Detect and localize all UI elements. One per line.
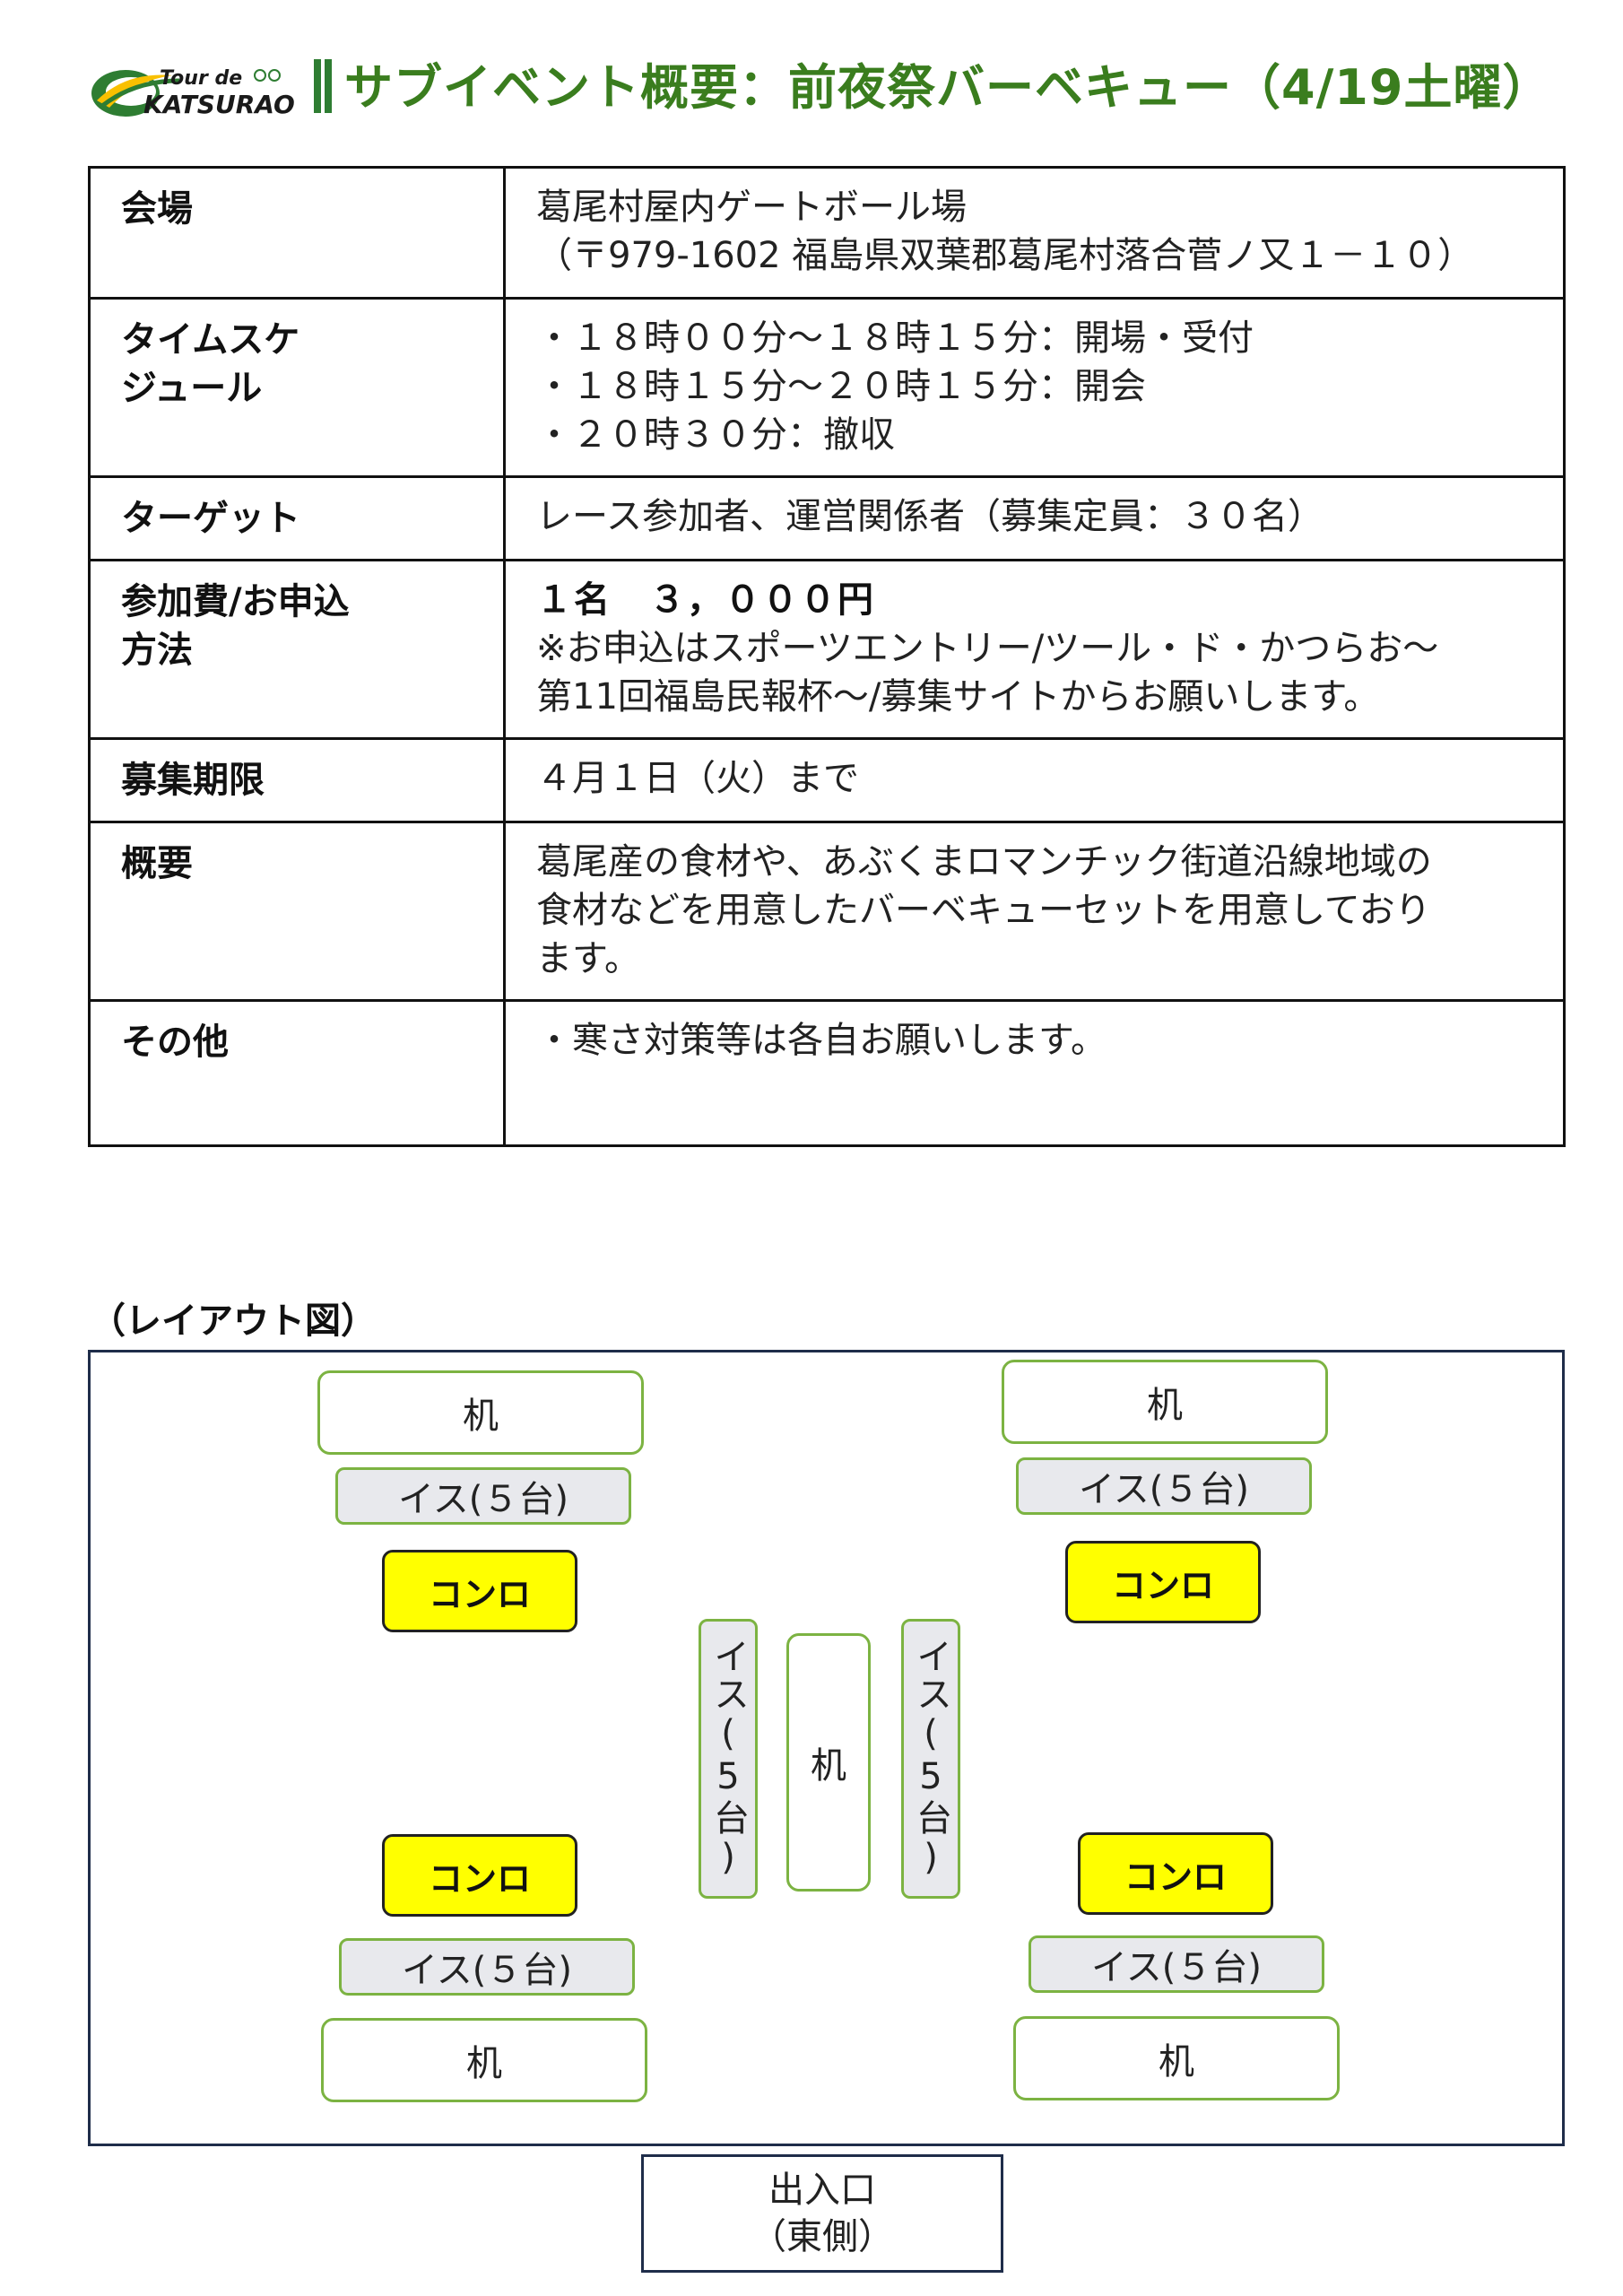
overview-label: 概要 — [88, 821, 506, 1002]
grill-stove: コンロ — [382, 1550, 577, 1632]
entrance-side: （東側） — [751, 2216, 894, 2257]
venue-floor-plan: 机 イス(５台) コンロ 机 イス(５台) コンロ イス(5台) 机 イス(5台… — [88, 1350, 1565, 2146]
row-overview: 概要 葛尾産の食材や、あぶくまロマンチック街道沿線地域の 食材などを用意したバー… — [88, 821, 1566, 1002]
overview-line3: ます。 — [536, 938, 640, 979]
other-label: その他 — [88, 999, 506, 1147]
chairs-vertical: イス(5台) — [901, 1619, 960, 1899]
row-other: その他 ・寒さ対策等は各自お願いします。 — [88, 999, 1566, 1147]
fee-label-line1: 参加費/お申込 — [121, 581, 350, 622]
chairs: イス(５台) — [1016, 1457, 1312, 1515]
grill-stove: コンロ — [1065, 1541, 1261, 1623]
tour-de-katsurao-logo: Tour de KATSURAO — [91, 67, 295, 119]
deadline-value: ４月１日（火）まで — [503, 737, 1566, 823]
schedule-label-line2: ジュール — [121, 368, 263, 409]
overview-line1: 葛尾産の食材や、あぶくまロマンチック街道沿線地域の — [536, 841, 1432, 883]
event-info-table: 会場 葛尾村屋内ゲートボール場 （〒979-1602 福島県双葉郡葛尾村落合菅ノ… — [88, 166, 1566, 1147]
overview-value: 葛尾産の食材や、あぶくまロマンチック街道沿線地域の 食材などを用意したバーベキュ… — [503, 821, 1566, 1002]
row-deadline: 募集期限 ４月１日（火）まで — [88, 737, 1566, 823]
title-divider — [314, 59, 334, 113]
fee-note-line2: 第11回福島民報杯～/募集サイトからお願いします。 — [536, 676, 1380, 718]
logo-text-bottom: KATSURAO — [143, 90, 295, 119]
desk: 机 — [1013, 2016, 1340, 2100]
venue-name: 葛尾村屋内ゲートボール場 — [536, 187, 967, 228]
fee-note-line1: ※お申込はスポーツエントリー/ツール・ド・かつらお～ — [536, 628, 1439, 669]
chairs: イス(５台) — [339, 1938, 635, 1996]
entrance-label: 出入口 — [768, 2170, 876, 2211]
venue-value: 葛尾村屋内ゲートボール場 （〒979-1602 福島県双葉郡葛尾村落合菅ノ又１－… — [503, 166, 1566, 300]
schedule-item: ・１８時１５分～２０時１５分：開会 — [536, 366, 1146, 407]
logo-text-top: Tour de — [160, 67, 242, 90]
chairs: イス(５台) — [1028, 1935, 1324, 1993]
other-value: ・寒さ対策等は各自お願いします。 — [503, 999, 1566, 1147]
grill-stove: コンロ — [382, 1834, 577, 1917]
entrance-east: 出入口 （東側） — [641, 2154, 1003, 2273]
fee-label-line2: 方法 — [121, 630, 193, 671]
fee-price: １名 ３，０００円 — [536, 579, 875, 621]
venue-address: （〒979-1602 福島県双葉郡葛尾村落合菅ノ又１－１０） — [536, 235, 1474, 276]
fee-label: 参加費/お申込 方法 — [88, 559, 506, 740]
layout-diagram-title: （レイアウト図） — [90, 1300, 377, 1342]
schedule-value: ・１８時００分～１８時１５分：開場・受付 ・１８時１５分～２０時１５分：開会 ・… — [503, 297, 1566, 478]
schedule-item: ・２０時３０分：撤収 — [536, 414, 895, 456]
desk-center: 机 — [786, 1633, 871, 1892]
schedule-label-line1: タイムスケ — [121, 319, 300, 361]
deadline-label: 募集期限 — [88, 737, 506, 823]
grill-stove: コンロ — [1078, 1832, 1273, 1915]
schedule-item: ・１８時００分～１８時１５分：開場・受付 — [536, 317, 1254, 359]
row-fee: 参加費/お申込 方法 １名 ３，０００円 ※お申込はスポーツエントリー/ツール・… — [88, 559, 1566, 740]
chairs-vertical: イス(5台) — [699, 1619, 758, 1899]
desk: 机 — [321, 2018, 647, 2102]
row-venue: 会場 葛尾村屋内ゲートボール場 （〒979-1602 福島県双葉郡葛尾村落合菅ノ… — [88, 166, 1566, 300]
desk: 机 — [317, 1370, 644, 1455]
row-target: ターゲット レース参加者、運営関係者（募集定員：３０名） — [88, 475, 1566, 561]
row-schedule: タイムスケ ジュール ・１８時００分～１８時１５分：開場・受付 ・１８時１５分～… — [88, 297, 1566, 478]
schedule-label: タイムスケ ジュール — [88, 297, 506, 478]
venue-label: 会場 — [88, 166, 506, 300]
overview-line2: 食材などを用意したバーベキューセットを用意しており — [536, 890, 1431, 931]
fee-value: １名 ３，０００円 ※お申込はスポーツエントリー/ツール・ド・かつらお～ 第11… — [503, 559, 1566, 740]
target-value: レース参加者、運営関係者（募集定員：３０名） — [503, 475, 1566, 561]
chairs: イス(５台) — [335, 1467, 631, 1525]
target-label: ターゲット — [88, 475, 506, 561]
page-title: サブイベント概要：前夜祭バーベキュー（4/19土曜） — [344, 59, 1552, 116]
desk: 机 — [1002, 1360, 1328, 1444]
